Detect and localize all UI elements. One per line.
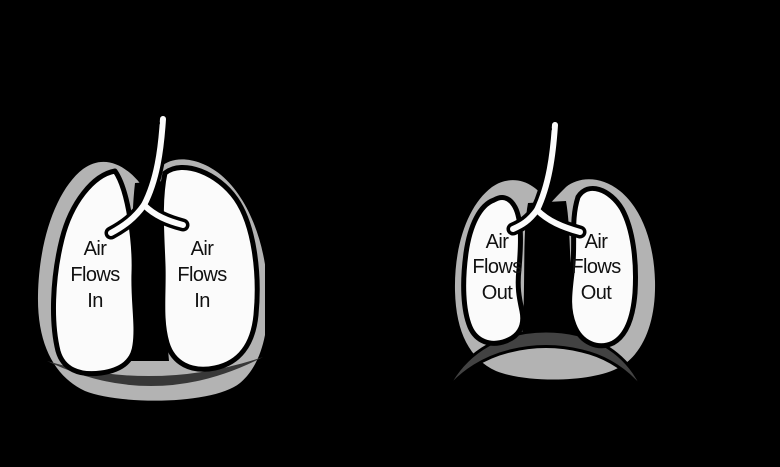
right-lung-label-line: Air (585, 231, 609, 253)
right-lung-label-line: Out (581, 282, 612, 304)
left-lung-shape (461, 195, 526, 346)
left-bronchus-tube (510, 207, 540, 232)
left-lung-label-line: Air (486, 231, 510, 253)
left-bronchus-tube (108, 202, 147, 236)
exhalation-figure: Air Flows Out Air Flows Out (444, 118, 656, 393)
right-bronchus-tube (141, 202, 186, 228)
left-lung-label-line: Flows (70, 264, 120, 286)
left-lung-shape (51, 168, 139, 377)
right-lung-shape (158, 165, 260, 372)
trachea-tube (534, 122, 558, 213)
right-lung-label-line: In (194, 290, 209, 312)
right-lung-shape (567, 186, 638, 349)
left-lung-label-line: Flows (472, 256, 522, 278)
left-lung-label-line: Air (84, 238, 108, 260)
left-lung-label-line: Out (482, 282, 513, 304)
trachea-slit (541, 128, 552, 158)
diaphragm-contracted-shape (47, 357, 263, 387)
inhalation-figure: Air Flows In Air Flows In (37, 112, 265, 401)
right-bronchus-tube (534, 207, 583, 235)
right-lung-label-line: Flows (177, 264, 227, 286)
right-lung-label-line: Air (191, 238, 215, 260)
trachea-tube (141, 116, 166, 208)
mediastinum-shadow (522, 201, 578, 341)
right-lung-label-line: Flows (571, 256, 621, 278)
left-lung-label-line: In (87, 290, 102, 312)
trachea-slit (149, 122, 160, 152)
